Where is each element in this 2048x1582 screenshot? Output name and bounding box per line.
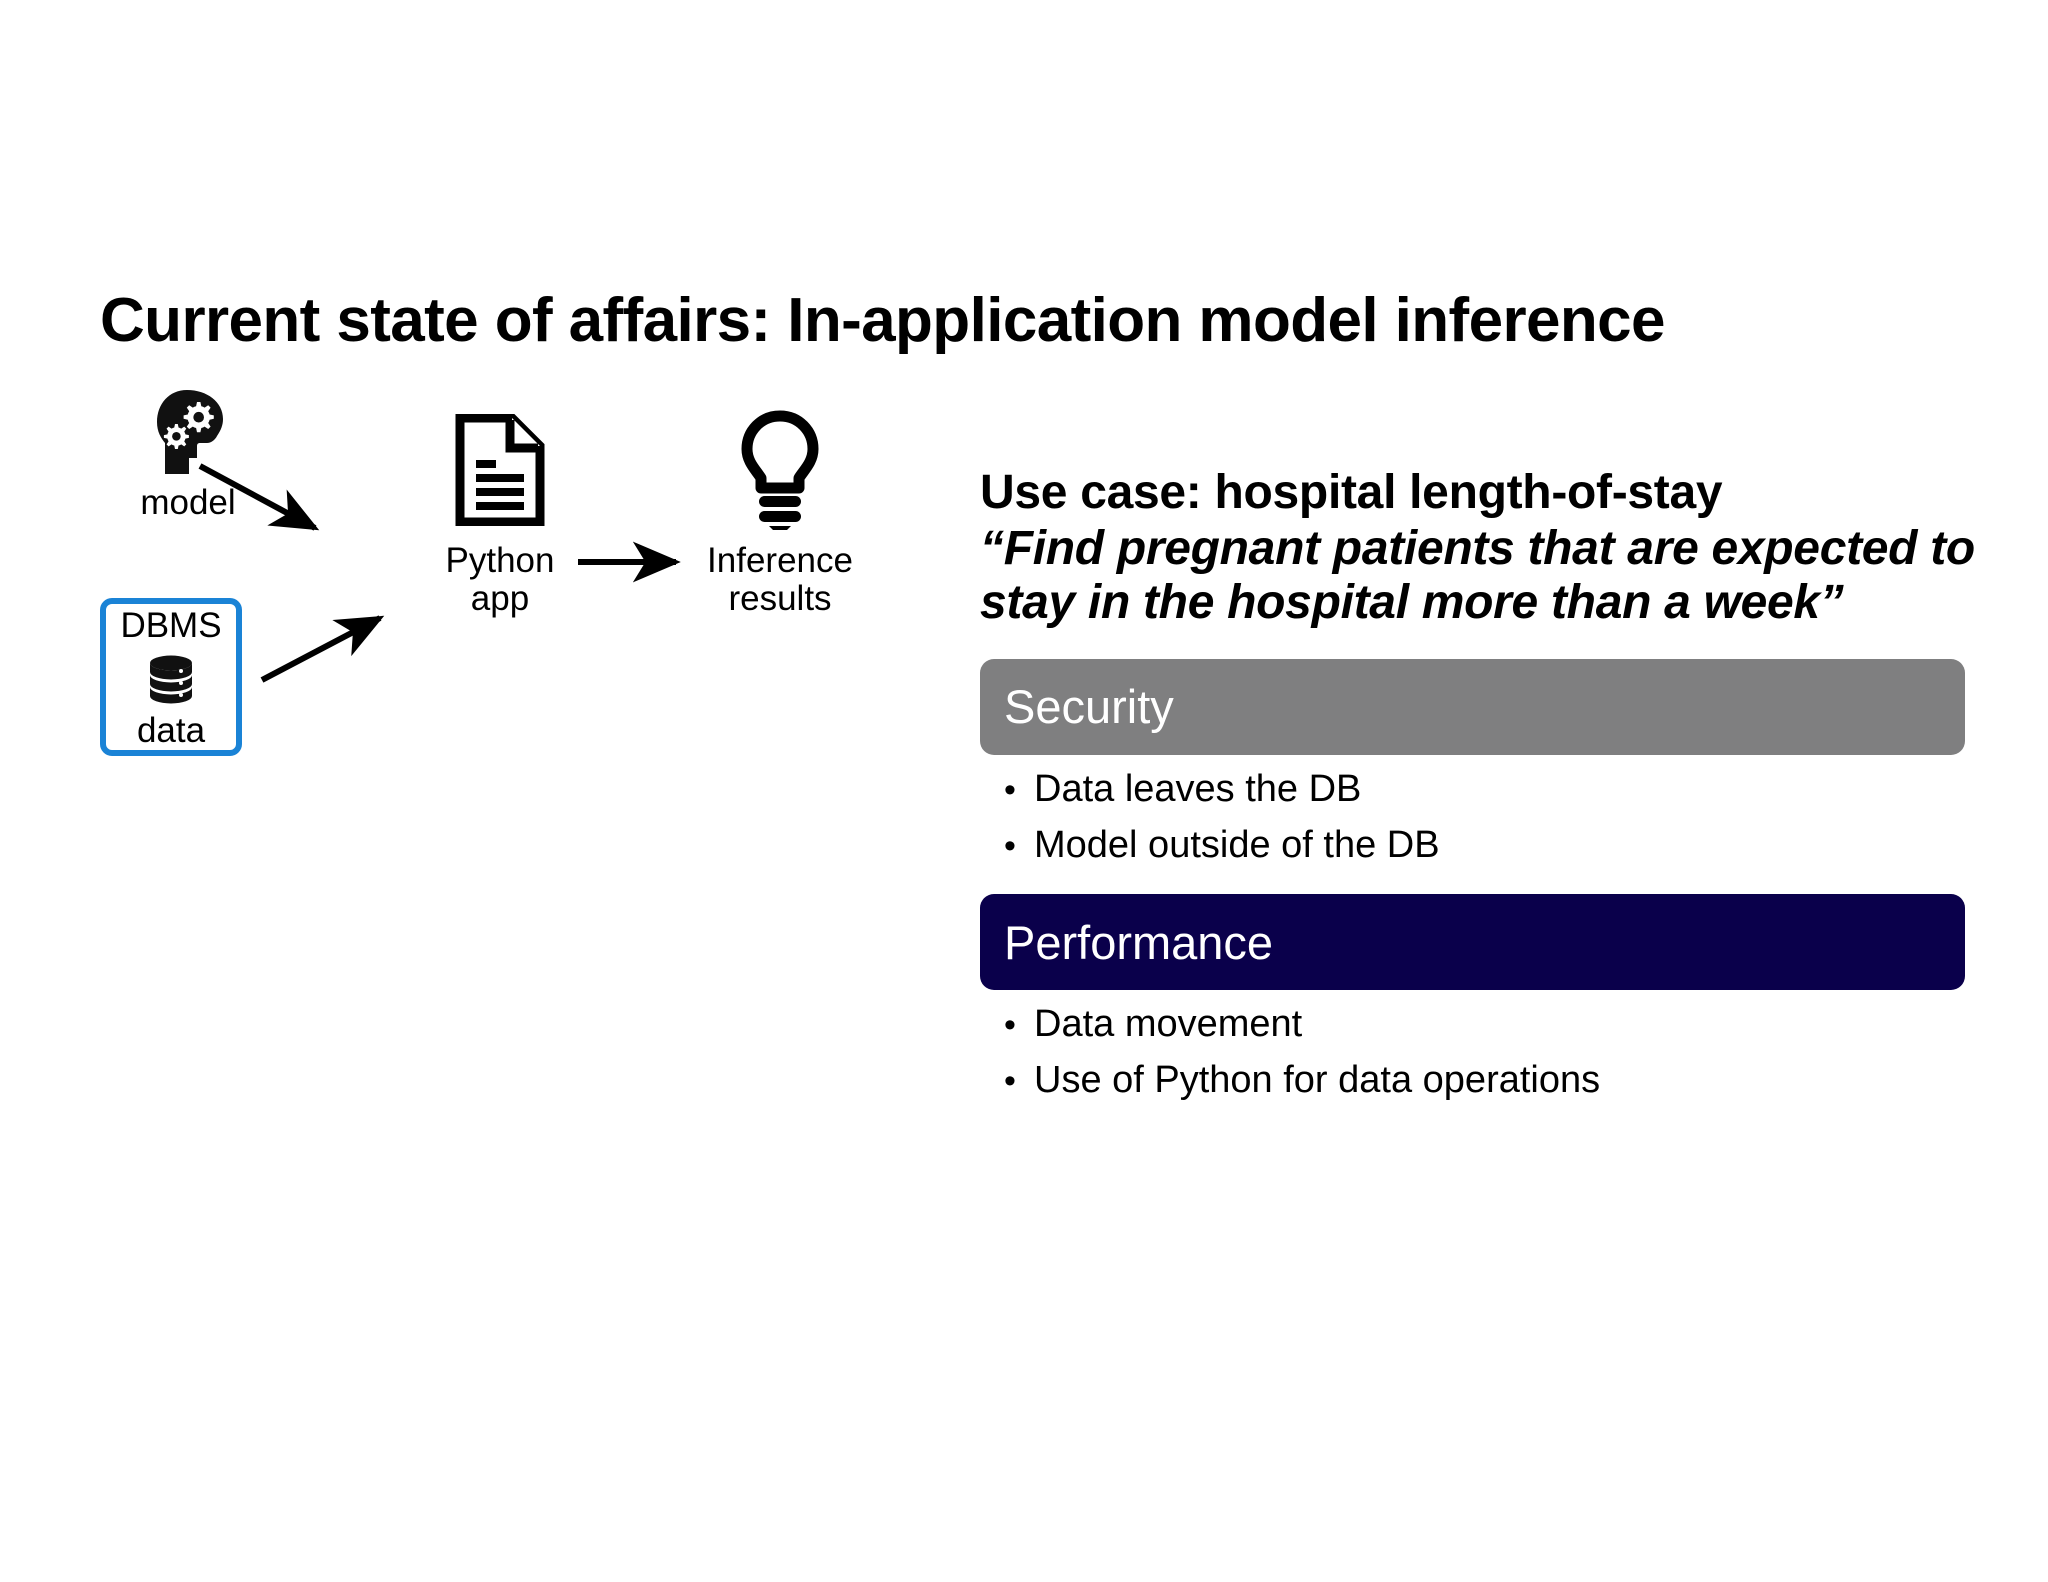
use-case-quote: “Find pregnant patients that are expecte… <box>980 522 1975 630</box>
performance-bullet-list: • Data movement • Use of Python for data… <box>980 1003 1970 1102</box>
python-app-label-line2: app <box>470 578 530 618</box>
head-with-gears-icon <box>108 380 268 476</box>
security-bullet-2: Model outside of the DB <box>1034 823 1440 866</box>
list-item: • Model outside of the DB <box>1004 823 1970 867</box>
diagram-node-inference-results: Inference results <box>660 410 900 618</box>
arrow-dbms-to-python <box>260 615 385 683</box>
performance-bullet-2: Use of Python for data operations <box>1034 1059 1601 1102</box>
document-icon <box>400 410 600 530</box>
diagram-node-dbms: DBMS data <box>100 598 242 756</box>
diagram-node-python-app: Python app <box>400 410 600 618</box>
performance-banner: Performance <box>980 894 1965 991</box>
list-item: • Data leaves the DB <box>1004 767 1970 811</box>
inference-label-line2: results <box>728 578 832 618</box>
performance-banner-label: Performance <box>1004 915 1274 969</box>
list-item: • Data movement <box>1004 1003 1970 1046</box>
inference-label-line1: Inference <box>707 541 853 580</box>
bullet-dot-icon: • <box>1004 1062 1016 1101</box>
dbms-label: DBMS <box>120 606 222 645</box>
security-bullet-list: • Data leaves the DB • Model outside of … <box>980 767 1970 867</box>
diagram-node-python-app-label: Python app <box>400 542 600 618</box>
bullet-dot-icon: • <box>1004 770 1016 809</box>
inference-flow-diagram: model DBMS data <box>0 380 960 800</box>
lightbulb-icon <box>660 410 900 530</box>
diagram-node-inference-results-label: Inference results <box>660 542 900 618</box>
bullet-dot-icon: • <box>1004 826 1016 865</box>
use-case-panel: Use case: hospital length-of-stay “Find … <box>980 466 1975 1116</box>
python-app-label-line1: Python <box>445 541 555 580</box>
list-item: • Use of Python for data operations <box>1004 1059 1970 1102</box>
security-banner-label: Security <box>1004 680 1174 734</box>
database-cylinder-icon <box>106 652 236 708</box>
diagram-node-model-label: model <box>140 483 236 522</box>
use-case-heading: Use case: hospital length-of-stay <box>980 466 1723 519</box>
dbms-data-label: data <box>136 711 206 750</box>
security-bullet-1: Data leaves the DB <box>1034 767 1362 810</box>
diagram-node-model: model <box>108 380 268 522</box>
bullet-dot-icon: • <box>1004 1006 1016 1045</box>
page-title: Current state of affairs: In-application… <box>100 286 1666 355</box>
security-banner: Security <box>980 658 1965 755</box>
performance-bullet-1: Data movement <box>1034 1003 1303 1046</box>
